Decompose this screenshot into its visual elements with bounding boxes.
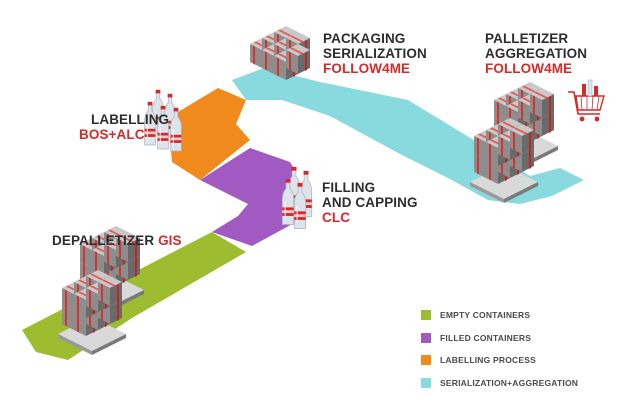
palletizer-line2: AGGREGATION [485,46,588,61]
labelling-path [168,88,250,180]
legend-swatch-labelling [421,355,431,366]
labelling-label: LABELLING BOS+ALC [79,112,169,142]
shopping-cart-icon [568,79,605,122]
filling-line1: FILLING [322,180,376,195]
depalletizer-name: DEPALLETIZER [52,233,155,248]
legend-swatch-aggregation [421,377,431,388]
legend-swatch-filled [421,332,431,343]
legend-label-aggregation: SERIALIZATION+AGGREGATION [440,377,579,388]
legend-item-aggregation: SERIALIZATION+AGGREGATION [421,372,578,395]
palletizer-label: PALLETIZER AGGREGATION FOLLOW4ME [485,31,587,76]
labelling-brand: BOS+ALC [79,127,145,142]
packaging-label: PACKAGING SERIALIZATION FOLLOW4ME [323,31,427,76]
legend: EMPTY CONTAINERS FILLED CONTAINERS LABEL… [421,304,578,394]
packaging-line2: SERIALIZATION [323,46,427,61]
depalletizer-label: DEPALLETIZER GIS [52,233,182,248]
legend-label-empty: EMPTY CONTAINERS [440,310,531,321]
filling-line2: AND CAPPING [322,195,418,210]
palletizer-line1: PALLETIZER [485,31,569,46]
palletizer-brand: FOLLOW4ME [485,61,573,76]
depalletizer-brand: GIS [158,233,182,248]
filling-brand: CLC [322,210,351,225]
labelling-name: LABELLING [91,112,170,127]
legend-item-labelling: LABELLING PROCESS [421,349,578,372]
legend-item-empty: EMPTY CONTAINERS [421,304,578,327]
legend-label-filled: FILLED CONTAINERS [440,332,532,343]
packaging-brand: FOLLOW4ME [323,61,411,76]
filling-label: FILLING AND CAPPING CLC [322,180,418,225]
legend-label-labelling: LABELLING PROCESS [440,355,536,366]
filled-containers-path [200,148,296,246]
packaging-line1: PACKAGING [323,31,406,46]
legend-swatch-empty [421,310,431,321]
legend-item-filled: FILLED CONTAINERS [421,327,578,350]
